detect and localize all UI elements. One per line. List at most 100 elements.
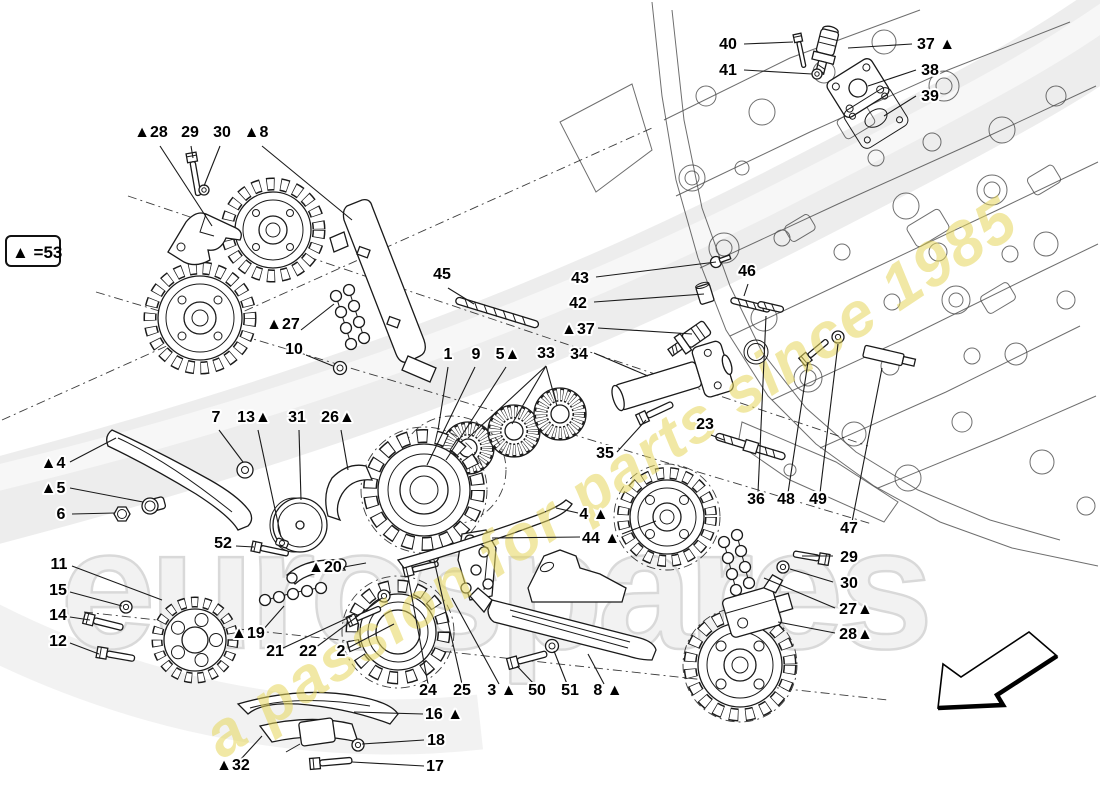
- leader-line: [595, 261, 717, 278]
- part-callout: 27▲: [839, 601, 873, 618]
- part-callout: 28▲: [839, 626, 873, 643]
- chain-guide-8: [329, 198, 437, 383]
- leader-line: [433, 559, 463, 685]
- part-callout: ▲20: [308, 559, 342, 576]
- pulley-31: [269, 497, 328, 553]
- part-callout: 7: [212, 409, 221, 426]
- leader-line: [593, 352, 649, 377]
- bushing-5-left: [141, 496, 167, 515]
- part-callout: 29: [840, 549, 858, 566]
- leader-line: [426, 366, 476, 466]
- parts-art: [81, 25, 917, 771]
- part-callout: 48: [777, 491, 795, 508]
- part-callout: 4 ▲: [579, 506, 608, 523]
- leader-line: [447, 287, 475, 305]
- leader-line: [847, 43, 913, 49]
- leader-line: [743, 41, 794, 45]
- part-callout: 17: [426, 758, 444, 775]
- leader-line: [491, 536, 581, 539]
- leader-line: [616, 419, 647, 453]
- stud-45: [455, 296, 540, 329]
- leader-line: [69, 591, 123, 607]
- cam-sprocket-lower-right: [682, 607, 798, 723]
- leader-line: [240, 735, 263, 760]
- leader-line: [159, 145, 213, 227]
- leader-line: [467, 365, 547, 439]
- leader-line: [353, 711, 424, 715]
- bolt-48: [797, 338, 829, 367]
- part-callout: 30: [840, 575, 858, 592]
- part-callout: 51: [561, 682, 579, 699]
- leader-line: [710, 434, 725, 441]
- part-callout: 50: [528, 682, 546, 699]
- leader-line: [69, 487, 144, 503]
- leader-line: [305, 354, 334, 367]
- bolt-14: [81, 611, 124, 631]
- part-callout: ▲27: [266, 316, 300, 333]
- gasket-39: [843, 87, 909, 149]
- leader-line: [351, 761, 425, 767]
- cam-sprocket-upper-right: [613, 463, 721, 571]
- washer-41: [811, 68, 823, 80]
- leader-line: [787, 361, 809, 494]
- leader-line: [203, 145, 221, 187]
- tensioner-blade-4-right: [396, 499, 573, 569]
- guide-26: [325, 464, 374, 522]
- pin-13: [275, 537, 289, 549]
- leader-line: [789, 568, 834, 583]
- leader-line: [545, 365, 558, 407]
- part-callout: 52: [214, 535, 232, 552]
- bolt-52: [250, 540, 290, 557]
- legend-box: ▲ =53: [5, 235, 62, 267]
- part-callout: 34: [570, 346, 588, 363]
- pin-47: [862, 344, 917, 367]
- chain-27-right: [717, 528, 756, 597]
- leader-line: [218, 429, 244, 463]
- arm-28-hole: [176, 242, 186, 252]
- leader-line: [743, 69, 813, 75]
- part-callout: 11: [51, 556, 68, 573]
- engine-block-art: [559, 1, 1099, 567]
- leader-line: [261, 145, 353, 221]
- sprocket-cluster-1: [360, 415, 507, 554]
- idler-gear-11: [151, 596, 239, 684]
- part-callout: 36: [747, 491, 765, 508]
- part-callout: 25: [453, 682, 471, 699]
- part-callout: 35: [596, 445, 614, 462]
- leader-line: [69, 437, 117, 463]
- leader-line: [445, 366, 507, 461]
- part-callout: 47: [840, 520, 858, 537]
- leader-line: [407, 575, 429, 685]
- part-callout: 12: [49, 633, 67, 650]
- leader-line: [235, 545, 255, 548]
- leader-line: [819, 343, 839, 494]
- leader-line: [190, 145, 194, 159]
- part-callout: 44 ▲: [582, 530, 620, 547]
- leader-line: [516, 665, 535, 685]
- stud-23: [715, 432, 786, 461]
- leader-line: [597, 327, 693, 335]
- part-callout: ▲8: [244, 124, 269, 141]
- part-callout: 8 ▲: [593, 682, 622, 699]
- tensioner-block-28: [722, 574, 794, 638]
- bolt-29-top: [185, 151, 202, 197]
- part-callout: 38: [921, 62, 939, 79]
- leader-line: [555, 507, 579, 514]
- tensioner-blade-4-left: [106, 429, 253, 531]
- tensioner-arm-28: [167, 212, 242, 266]
- part-callout: 41: [719, 62, 737, 79]
- leader-line: [300, 303, 335, 331]
- part-callout: 42: [569, 295, 587, 312]
- bolt-17: [308, 756, 353, 771]
- tensioner-37-top: [811, 25, 840, 75]
- chain-27-left: [329, 283, 371, 351]
- part-callout: 43: [571, 270, 589, 287]
- part-callout: 40: [719, 36, 737, 53]
- part-callout: 23: [696, 416, 714, 433]
- watermark-swoosh: [0, 0, 1100, 755]
- part-callout: 14: [49, 607, 67, 624]
- part-callout: ▲32: [216, 757, 250, 774]
- part-callout: 49: [809, 491, 827, 508]
